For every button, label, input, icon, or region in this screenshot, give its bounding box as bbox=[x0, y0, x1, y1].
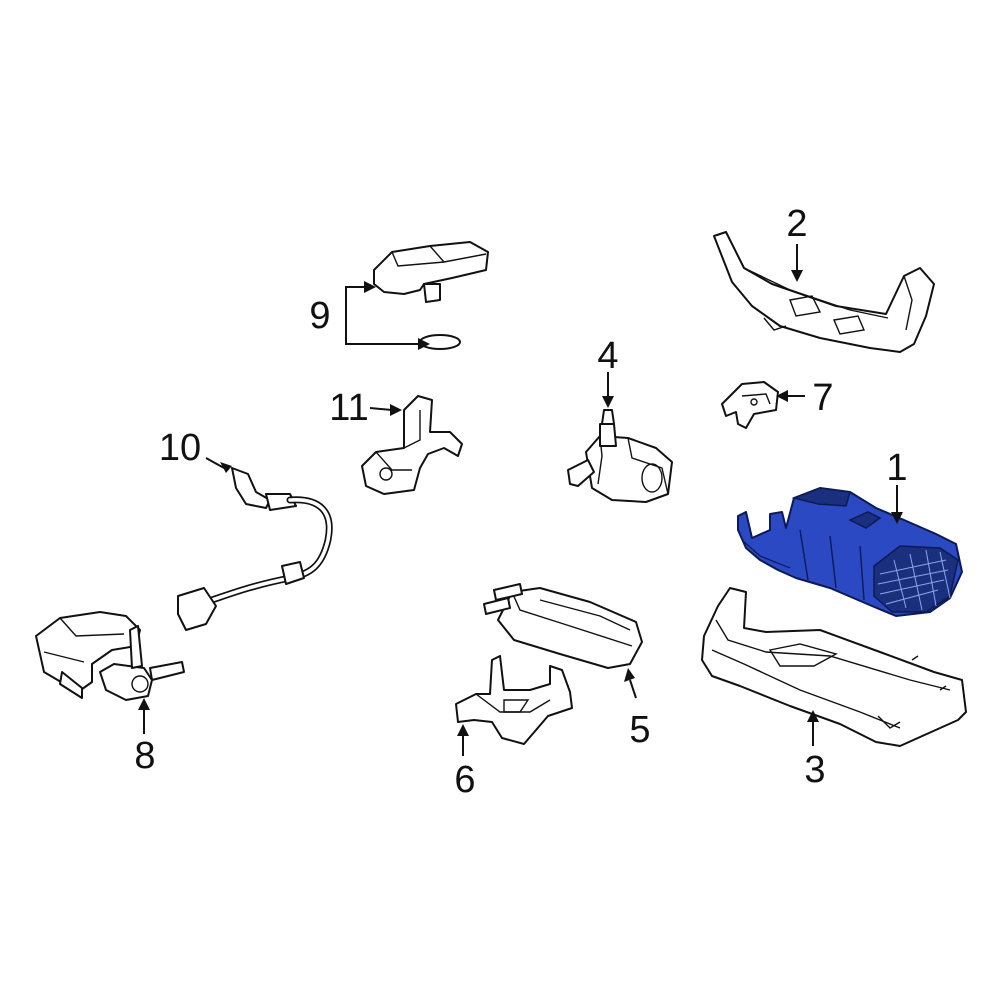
part-11-bracket[interactable] bbox=[361, 395, 463, 495]
callout-6: 6 bbox=[454, 759, 475, 801]
callout-5: 5 bbox=[629, 709, 650, 751]
callout-11: 11 bbox=[329, 387, 368, 429]
callout-8: 8 bbox=[134, 735, 155, 777]
callout-4: 4 bbox=[597, 335, 618, 377]
part-1-canister[interactable] bbox=[737, 487, 963, 617]
part-5-filter[interactable] bbox=[483, 583, 643, 669]
part-10-sensor-harness[interactable] bbox=[177, 467, 333, 631]
part-6-mount-bracket[interactable] bbox=[455, 655, 573, 745]
callout-2: 2 bbox=[786, 203, 807, 245]
callout-9: 9 bbox=[309, 295, 330, 337]
callout-7: 7 bbox=[812, 377, 833, 419]
callout-labels: 1 2 3 4 5 6 7 8 9 10 11 bbox=[134, 203, 907, 801]
part-2-bracket[interactable] bbox=[713, 231, 935, 353]
part-9-sensor[interactable] bbox=[373, 241, 489, 303]
part-3-tray[interactable] bbox=[701, 587, 967, 747]
callout-10: 10 bbox=[159, 427, 201, 469]
part-4-valve[interactable] bbox=[567, 409, 673, 503]
part-8-valve-assembly[interactable] bbox=[35, 611, 185, 701]
callout-3: 3 bbox=[804, 749, 825, 791]
callout-1: 1 bbox=[886, 447, 907, 489]
part-7-clip[interactable] bbox=[721, 381, 779, 429]
leader-lines bbox=[138, 244, 903, 756]
